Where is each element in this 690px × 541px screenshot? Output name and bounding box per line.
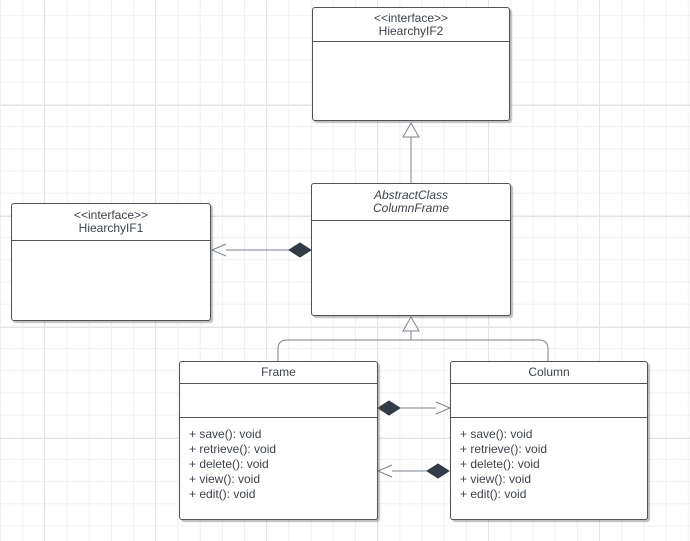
stereotype-label: <<interface>> bbox=[373, 10, 449, 25]
class-header: <<interface>> HiearchyIF2 bbox=[313, 8, 509, 42]
method-label: + edit(): void bbox=[460, 487, 527, 501]
connector-composition-columnframe-to-hiearchyif1[interactable] bbox=[210, 242, 312, 258]
hollow-triangle-icon bbox=[402, 315, 420, 332]
class-header: AbstractClass ColumnFrame bbox=[312, 184, 510, 221]
connector-generalization-frame-column-to-columnframe[interactable] bbox=[277, 315, 549, 361]
class-name-label: ColumnFrame bbox=[372, 201, 450, 215]
hollow-triangle-icon bbox=[402, 121, 420, 138]
filled-diamond-icon bbox=[288, 242, 312, 258]
class-box-frame[interactable]: Frame + save(): void + retrieve(): void … bbox=[179, 361, 378, 520]
method-label: + edit(): void bbox=[189, 487, 256, 501]
filled-diamond-icon bbox=[426, 463, 450, 479]
class-header: Column bbox=[451, 362, 647, 384]
class-header: Frame bbox=[180, 362, 377, 384]
method-label: + delete(): void bbox=[460, 457, 540, 471]
connector-composition-column-to-frame[interactable] bbox=[376, 463, 450, 479]
class-name-label: HiearchyIF2 bbox=[378, 23, 444, 38]
class-box-columnframe[interactable]: AbstractClass ColumnFrame bbox=[311, 183, 511, 316]
method-label: + save(): void bbox=[189, 427, 262, 441]
method-label: + save(): void bbox=[460, 427, 533, 441]
class-header: <<interface>> HiearchyIF1 bbox=[12, 204, 210, 241]
method-label: + retrieve(): void bbox=[189, 442, 277, 456]
stereotype-label: AbstractClass bbox=[373, 188, 449, 202]
class-methods: + save(): void + retrieve(): void + dele… bbox=[451, 418, 647, 502]
open-arrow-icon bbox=[210, 243, 227, 257]
class-name-label: Column bbox=[528, 365, 570, 379]
class-methods: + save(): void + retrieve(): void + dele… bbox=[180, 418, 377, 502]
connector-composition-frame-to-column[interactable] bbox=[377, 400, 452, 416]
class-name-label: HiearchyIF1 bbox=[78, 221, 144, 235]
filled-diamond-icon bbox=[377, 400, 401, 416]
class-box-hiearchyif2[interactable]: <<interface>> HiearchyIF2 bbox=[312, 7, 510, 121]
class-name-label: Frame bbox=[261, 365, 296, 379]
method-label: + view(): void bbox=[460, 472, 532, 486]
class-box-hiearchyif1[interactable]: <<interface>> HiearchyIF1 bbox=[11, 203, 211, 321]
class-attributes-empty bbox=[180, 384, 377, 418]
open-arrow-icon bbox=[435, 401, 452, 415]
open-arrow-icon bbox=[376, 464, 393, 478]
class-attributes-empty bbox=[451, 384, 647, 418]
method-label: + retrieve(): void bbox=[460, 442, 548, 456]
connector-generalization-columnframe-to-hiearchyif2[interactable] bbox=[402, 121, 420, 183]
method-label: + view(): void bbox=[189, 472, 261, 486]
stereotype-label: <<interface>> bbox=[73, 208, 149, 222]
class-box-column[interactable]: Column + save(): void + retrieve(): void… bbox=[450, 361, 648, 520]
method-label: + delete(): void bbox=[189, 457, 269, 471]
